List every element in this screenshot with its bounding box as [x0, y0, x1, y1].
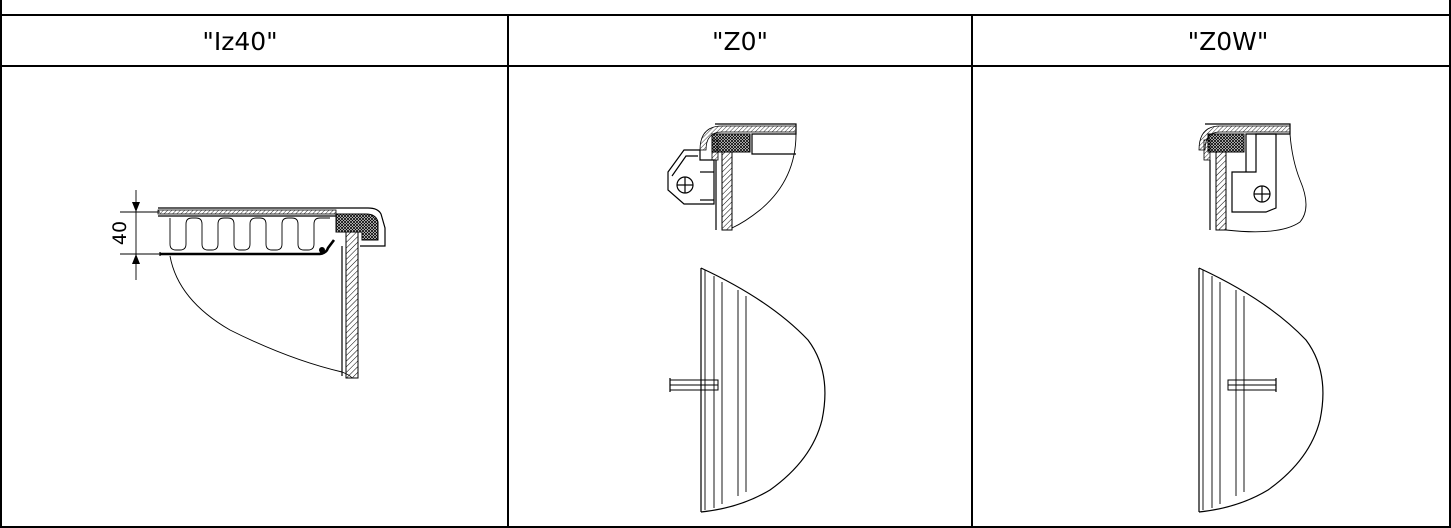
dimension-label: 40 [109, 221, 131, 245]
dimension-40: 40 [109, 190, 165, 280]
z0-section-drawing [667, 123, 826, 513]
column-header-iz40: "Iz40" [202, 27, 277, 56]
iz40-section-drawing: 40 [109, 190, 386, 379]
z0w-section-drawing [1198, 123, 1324, 513]
column-header-z0: "Z0" [712, 27, 768, 56]
column-header-z0w: "Z0W" [1188, 27, 1269, 56]
